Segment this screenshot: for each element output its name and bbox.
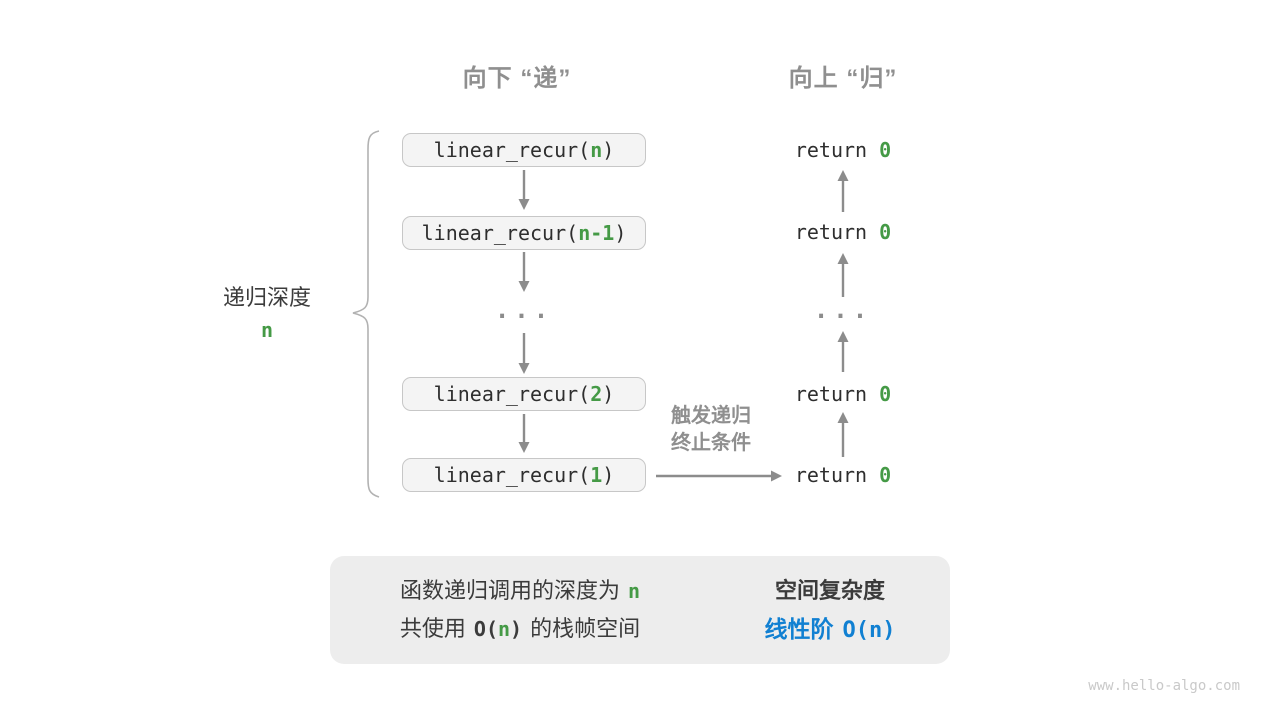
summary-depth-text: 函数递归调用的深度为 bbox=[399, 578, 620, 603]
return-keyword: return bbox=[794, 138, 868, 162]
call-box-n-suffix: ) bbox=[602, 138, 615, 162]
call-box-n-1-prefix: linear_recur( bbox=[421, 221, 579, 245]
summary-depth-var: n bbox=[627, 579, 641, 603]
return-keyword: return bbox=[794, 220, 868, 244]
down-arrow-1 bbox=[518, 170, 530, 210]
summary-space-line: 共使用 O(n) 的栈帧空间 bbox=[345, 610, 695, 648]
complexity-big-o: O(n) bbox=[842, 618, 896, 643]
depth-brace bbox=[352, 130, 380, 498]
call-stack-ellipsis: ... bbox=[494, 296, 554, 324]
call-box-1-arg: 1 bbox=[590, 463, 603, 487]
summary-big-o-close: ) bbox=[510, 617, 523, 641]
watermark: www.hello-algo.com bbox=[1088, 678, 1240, 694]
return-value: 0 bbox=[879, 220, 892, 244]
return-row-4: return 0 bbox=[763, 461, 923, 489]
header-ascend: 向上 “归” bbox=[788, 65, 898, 92]
up-arrow-2 bbox=[837, 253, 849, 297]
return-value: 0 bbox=[879, 382, 892, 406]
return-value: 0 bbox=[879, 138, 892, 162]
base-case-line2: 终止条件 bbox=[671, 432, 751, 454]
header-descend: 向下 “递” bbox=[462, 65, 572, 92]
recursion-depth-label: 递归深度 bbox=[222, 285, 311, 310]
call-box-1: linear_recur(1) bbox=[402, 458, 646, 492]
call-box-n: linear_recur(n) bbox=[402, 133, 646, 167]
up-arrow-1 bbox=[837, 170, 849, 212]
base-case-line1: 触发递归 bbox=[671, 405, 751, 427]
call-box-2-prefix: linear_recur( bbox=[433, 382, 591, 406]
call-box-2-suffix: ) bbox=[602, 382, 615, 406]
call-box-n-1-suffix: ) bbox=[614, 221, 627, 245]
recursion-depth-var: n bbox=[260, 318, 274, 342]
call-box-1-suffix: ) bbox=[602, 463, 615, 487]
call-box-n-1: linear_recur(n-1) bbox=[402, 216, 646, 250]
down-arrow-3 bbox=[518, 333, 530, 374]
call-box-2: linear_recur(2) bbox=[402, 377, 646, 411]
return-keyword: return bbox=[794, 463, 868, 487]
up-arrow-4 bbox=[837, 412, 849, 457]
call-box-2-arg: 2 bbox=[590, 382, 603, 406]
return-value: 0 bbox=[879, 463, 892, 487]
summary-depth-line: 函数递归调用的深度为 n bbox=[345, 572, 695, 610]
call-box-n-prefix: linear_recur( bbox=[433, 138, 591, 162]
summary-right-text: 空间复杂度 线性阶 O(n) bbox=[720, 572, 940, 650]
call-box-n-1-arg: n-1 bbox=[578, 221, 615, 245]
return-keyword: return bbox=[794, 382, 868, 406]
call-box-1-prefix: linear_recur( bbox=[433, 463, 591, 487]
summary-panel bbox=[330, 556, 950, 664]
complexity-order-label: 线性阶 bbox=[764, 616, 834, 642]
return-row-2: return 0 bbox=[763, 218, 923, 246]
return-ellipsis: ... bbox=[813, 296, 873, 324]
base-case-label: 触发递归 终止条件 bbox=[650, 403, 772, 457]
return-row-3: return 0 bbox=[763, 380, 923, 408]
down-arrow-2 bbox=[518, 252, 530, 292]
summary-space-pre: 共使用 bbox=[399, 616, 466, 641]
space-complexity-title: 空间复杂度 bbox=[774, 578, 885, 603]
summary-space-var: n bbox=[498, 617, 511, 641]
space-complexity-value: 线性阶 O(n) bbox=[720, 610, 940, 650]
return-row-1: return 0 bbox=[763, 136, 923, 164]
down-arrow-4 bbox=[518, 414, 530, 453]
up-arrow-3 bbox=[837, 331, 849, 372]
summary-space-post: 的栈帧空间 bbox=[530, 616, 641, 641]
summary-big-o-open: O( bbox=[473, 617, 498, 641]
call-box-n-arg: n bbox=[590, 138, 603, 162]
